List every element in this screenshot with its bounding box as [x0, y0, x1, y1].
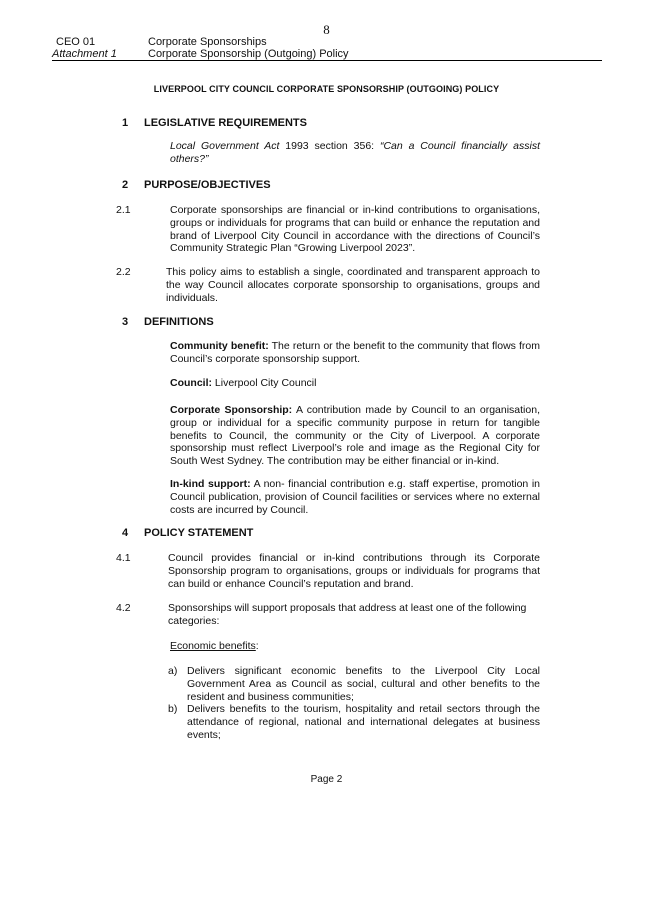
term-council: Council:: [170, 377, 212, 389]
para-4-1: Council provides financial or in-kind co…: [168, 552, 540, 590]
term-community-benefit: Community benefit:: [170, 340, 269, 352]
definition-in-kind-support: In-kind support: A non- financial contri…: [170, 478, 540, 516]
act-detail: 1993 section 356:: [279, 140, 380, 152]
page-footer: Page 2: [310, 774, 343, 785]
item-b-text: Delivers benefits to the tourism, hospit…: [187, 703, 540, 741]
header-ref: CEO 01: [56, 36, 96, 48]
def-corporate-sponsorship: A contribution made by Council to an org…: [170, 404, 540, 468]
economic-benefits-heading: Economic benefits:: [170, 640, 259, 653]
item-b-label: b): [168, 703, 178, 715]
section-1-number: 1: [122, 117, 129, 129]
section-1-heading: LEGISLATIVE REQUIREMENTS: [144, 117, 307, 129]
header-rule: [52, 60, 602, 61]
page-number-top: 8: [323, 22, 330, 37]
def-community-benefit: The return or the benefit to the communi…: [170, 340, 540, 365]
para-2-2: This policy aims to establish a single, …: [166, 266, 540, 304]
para-4-1-number: 4.1: [116, 552, 131, 564]
section-2-number: 2: [122, 179, 129, 191]
item-a-label: a): [168, 665, 178, 677]
para-2-1-number: 2.1: [116, 204, 131, 216]
def-council: Liverpool City Council: [212, 377, 317, 389]
para-2-2-number: 2.2: [116, 266, 131, 278]
header-topic: Corporate Sponsorships: [148, 36, 267, 48]
section-4-heading: POLICY STATEMENT: [144, 527, 254, 539]
economic-benefits-colon: :: [255, 640, 259, 652]
section-4-number: 4: [122, 527, 129, 539]
term-in-kind-support: In-kind support:: [170, 478, 251, 490]
section-3-number: 3: [122, 316, 129, 328]
legislation-text: Local Government Act 1993 section 356: “…: [170, 140, 540, 166]
act-quote: “Can a Council financially assist others…: [170, 140, 540, 165]
economic-benefits-label: Economic benefits: [170, 640, 256, 652]
section-2-heading: PURPOSE/OBJECTIVES: [144, 179, 271, 191]
term-corporate-sponsorship: Corporate Sponsorship:: [170, 404, 293, 416]
section-3-heading: DEFINITIONS: [144, 316, 214, 328]
para-4-2-number: 4.2: [116, 602, 131, 614]
def-in-kind-support: A non- financial contribution e.g. staff…: [170, 478, 541, 516]
header-policy: Corporate Sponsorship (Outgoing) Policy: [148, 48, 349, 60]
para-2-1: Corporate sponsorships are financial or …: [170, 204, 540, 255]
para-4-2: Sponsorships will support proposals that…: [168, 602, 527, 627]
definition-council: Council: Liverpool City Council: [170, 377, 540, 390]
header-attachment: Attachment 1: [52, 48, 117, 60]
act-name: Local Government Act: [170, 140, 280, 152]
document-title: LIVERPOOL CITY COUNCIL CORPORATE SPONSOR…: [153, 84, 500, 94]
item-a-text: Delivers significant economic benefits t…: [187, 665, 540, 703]
definition-community-benefit: Community benefit: The return or the ben…: [170, 340, 540, 366]
definition-corporate-sponsorship: Corporate Sponsorship: A contribution ma…: [170, 404, 540, 468]
